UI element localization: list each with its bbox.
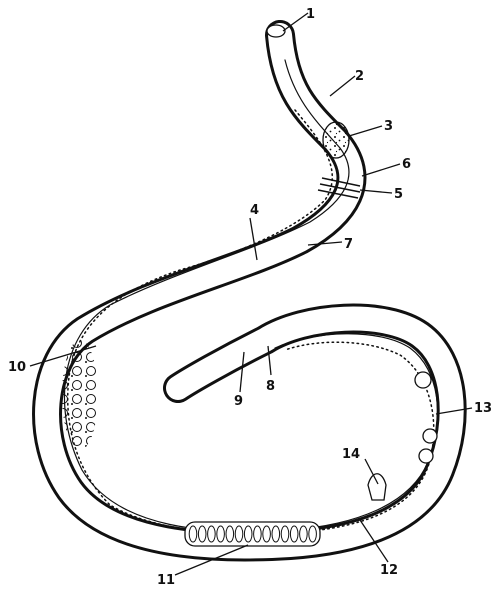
label-14: 14 <box>342 447 360 462</box>
egg <box>244 526 252 542</box>
label-7: 7 <box>344 237 353 252</box>
esophageal-bulb <box>323 122 349 158</box>
label-3: 3 <box>384 119 393 134</box>
head-tip <box>267 25 285 37</box>
label-10: 10 <box>8 360 26 375</box>
label-2: 2 <box>355 69 364 84</box>
egg <box>309 526 317 542</box>
worm-body-outline <box>47 35 452 546</box>
posterior-cell-2 <box>423 429 437 443</box>
egg <box>217 526 225 542</box>
label-4: 4 <box>250 203 259 218</box>
gonad-cells <box>62 340 98 450</box>
posterior-cell-1 <box>415 372 431 388</box>
label-6: 6 <box>402 157 411 172</box>
egg <box>290 526 298 542</box>
egg <box>254 526 262 542</box>
spicule <box>368 474 386 500</box>
egg <box>208 526 216 542</box>
posterior-cell-3 <box>419 449 433 463</box>
egg <box>198 526 206 542</box>
callout-leaders <box>30 13 472 575</box>
egg <box>263 526 271 542</box>
label-11: 11 <box>157 573 175 588</box>
egg <box>235 526 243 542</box>
egg <box>226 526 234 542</box>
egg <box>272 526 280 542</box>
label-12: 12 <box>380 563 398 578</box>
egg <box>281 526 289 542</box>
worm-body-interior <box>47 35 452 546</box>
label-9: 9 <box>234 394 243 409</box>
egg <box>300 526 308 542</box>
label-1: 1 <box>306 7 315 22</box>
label-5: 5 <box>394 187 403 202</box>
egg <box>189 526 197 542</box>
label-8: 8 <box>266 379 275 394</box>
label-13: 13 <box>474 401 492 416</box>
